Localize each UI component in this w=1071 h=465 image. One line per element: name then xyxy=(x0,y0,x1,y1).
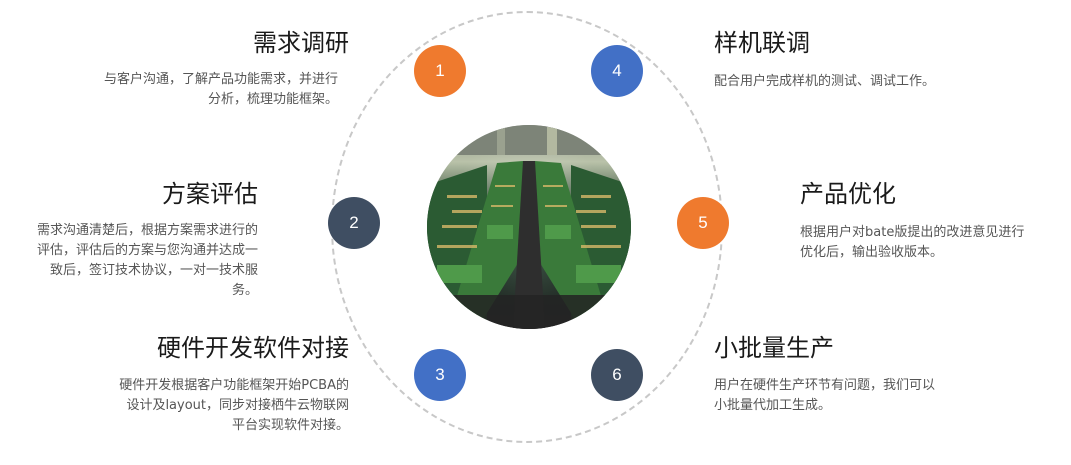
step-1-title: 需求调研 xyxy=(253,29,349,57)
step-5-desc: 根据用户对bate版提出的改进意见进行优化后，输出验收版本。 xyxy=(800,225,1025,260)
step-5-title: 产品优化 xyxy=(800,180,896,208)
step-2-title: 方案评估 xyxy=(162,180,258,208)
step-1-badge: 1 xyxy=(414,45,466,97)
step-6-title: 小批量生产 xyxy=(714,334,834,362)
step-2-badge: 2 xyxy=(328,197,380,249)
step-2-desc: 需求沟通清楚后，根据方案需求进行的评估，评估后的方案与您沟通并达成一致后，签订技… xyxy=(36,223,258,298)
step-3-title: 硬件开发软件对接 xyxy=(157,334,349,362)
step-6-desc: 用户在硬件生产环节有问题，我们可以小批量代加工生成。 xyxy=(714,378,936,413)
step-4-title: 样机联调 xyxy=(714,29,810,57)
circuit-board-photo xyxy=(427,125,631,329)
step-3-desc: 硬件开发根据客户功能框架开始PCBA的设计及layout，同步对接栖牛云物联网平… xyxy=(119,378,349,433)
step-6-badge: 6 xyxy=(591,349,643,401)
step-1-desc: 与客户沟通，了解产品功能需求，并进行分析，梳理功能框架。 xyxy=(103,72,338,107)
step-4-badge: 4 xyxy=(591,45,643,97)
step-3-badge: 3 xyxy=(414,349,466,401)
step-4-desc: 配合用户完成样机的测试、调试工作。 xyxy=(714,74,936,89)
step-5-badge: 5 xyxy=(677,197,729,249)
